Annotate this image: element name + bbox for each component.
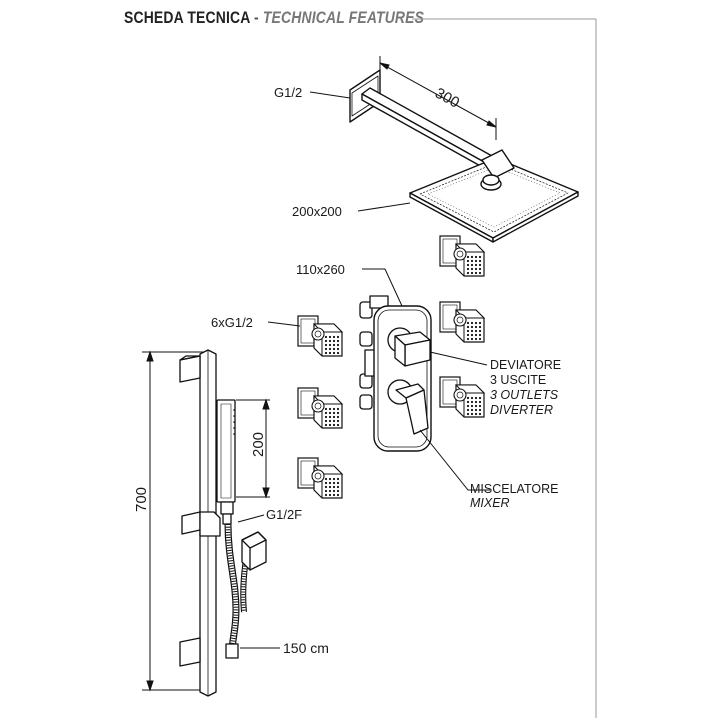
head-size-leader (357, 202, 411, 212)
plate-size-leader (362, 268, 403, 307)
diverter-it-label: DEVIATORE (490, 358, 561, 372)
outlets-en-label: 3 OUTLETS (490, 388, 559, 402)
header-title-it: SCHEDA TECNICA (124, 8, 250, 27)
body-jet-left-2 (297, 387, 343, 429)
jets-connection-label: 6xG1/2 (211, 315, 253, 330)
hand-shower (216, 399, 236, 525)
shower-head (409, 149, 579, 243)
diverter-en-label: DIVERTER (490, 403, 553, 417)
head-size-label: 200x200 (292, 204, 342, 219)
mixer-en-label: MIXER (470, 496, 510, 510)
plate-size-label: 110x260 (296, 262, 345, 277)
handshower-dimension (236, 398, 270, 499)
arm-connection-leader (309, 91, 351, 99)
body-jet-right-2 (439, 301, 485, 343)
wall-outlet (225, 531, 267, 659)
mixer-leader (419, 429, 490, 491)
body-jet-left-3 (297, 457, 343, 499)
hose-connection-leader (237, 514, 265, 523)
arm-dimension (379, 56, 497, 140)
diverter-leader (429, 351, 488, 366)
outlets-it-label: 3 USCITE (490, 373, 546, 387)
hose-connection-label: G1/2F (266, 507, 302, 522)
mixer-it-label: MISCELATORE (470, 482, 558, 496)
arm-connection-label: G1/2 (274, 85, 302, 100)
rail-height-label: 700 (133, 487, 150, 512)
arm-length-label: 300 (432, 85, 462, 112)
handshower-length-label: 200 (250, 432, 267, 457)
slide-rail (179, 349, 221, 697)
jets-connection-leader (267, 321, 301, 327)
hose-length-label: 150 cm (283, 640, 329, 656)
mixer-lever (387, 379, 429, 435)
sheet-header: SCHEDA TECNICA - TECHNICAL FEATURES (124, 8, 424, 28)
frame-lines (412, 18, 597, 718)
body-jet-left-1 (297, 315, 343, 357)
rail-height-dimension (142, 350, 206, 692)
header-title-en: TECHNICAL FEATURES (262, 8, 425, 27)
body-jet-right-1 (439, 235, 485, 277)
body-jet-right-3 (439, 376, 485, 418)
valve-body (359, 295, 389, 410)
diverter-knob (387, 327, 431, 367)
header-separator: - (254, 8, 259, 27)
